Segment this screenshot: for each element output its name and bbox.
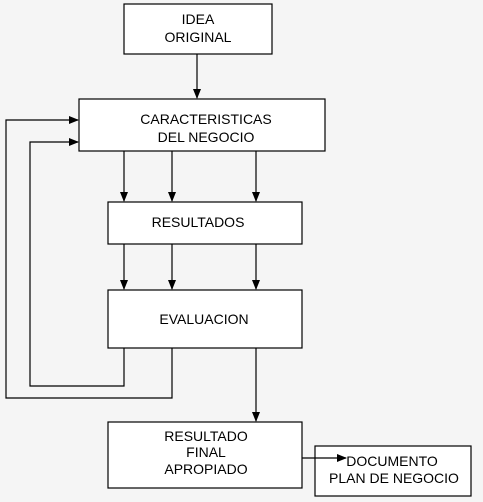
node-resultado-final-box	[107, 421, 303, 489]
node-idea-original: IDEA ORIGINAL	[123, 3, 273, 55]
node-resultados-box	[107, 201, 303, 245]
node-idea-original-line2: ORIGINAL	[165, 29, 232, 45]
node-resultado-final-line3: APROPIADO	[164, 461, 247, 477]
node-resultados-line1: RESULTADOS	[152, 214, 245, 230]
node-caracteristicas-line2: DEL NEGOCIO	[158, 129, 255, 145]
node-caracteristicas-box	[78, 98, 326, 152]
node-evaluacion: EVALUACION	[107, 289, 303, 349]
node-evaluacion-box	[107, 289, 303, 349]
node-resultado-final-line1: RESULTADO	[164, 428, 248, 444]
node-evaluacion-line1: EVALUACION	[159, 311, 248, 327]
node-documento-line2: PLAN DE NEGOCIO	[329, 470, 459, 486]
node-caracteristicas-line1: CARACTERISTICAS	[140, 111, 271, 127]
node-resultado-final-line2: FINAL	[186, 444, 226, 460]
feedback-loop-inner	[29, 138, 125, 387]
node-documento-line1: DOCUMENTO	[346, 453, 438, 469]
node-idea-original-box	[123, 3, 273, 55]
node-idea-original-line1: IDEA	[182, 11, 215, 27]
node-resultados: RESULTADOS	[107, 201, 303, 245]
node-resultado-final: RESULTADO FINAL APROPIADO	[107, 421, 303, 489]
feedback-loop-outer	[5, 116, 173, 399]
node-documento: DOCUMENTO PLAN DE NEGOCIO	[314, 445, 472, 497]
node-caracteristicas: CARACTERISTICAS DEL NEGOCIO	[78, 98, 326, 152]
